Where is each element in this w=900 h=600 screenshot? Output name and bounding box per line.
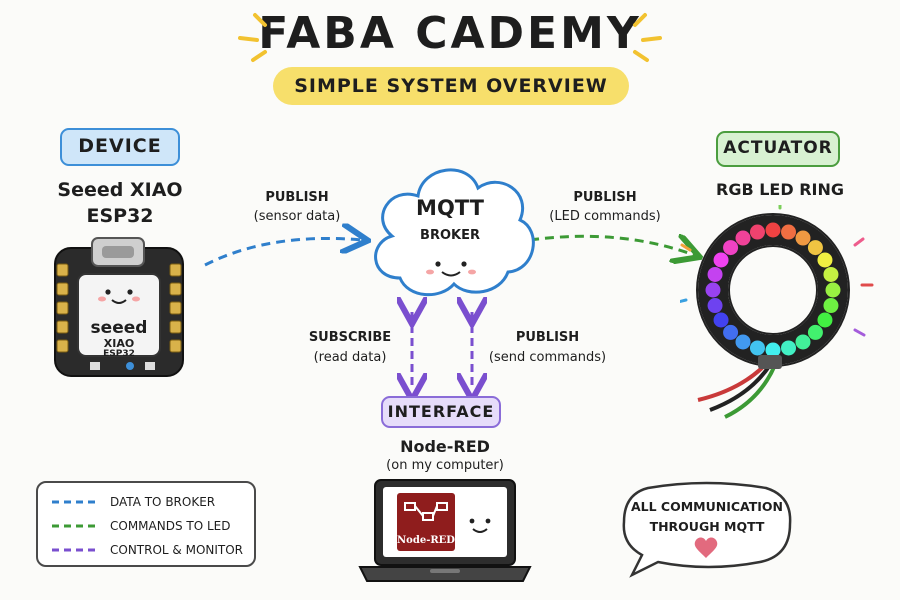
- led-pixel: [781, 340, 797, 356]
- sparkle-left-icon: [238, 13, 267, 62]
- device-name-line1: Seeed XIAO: [57, 179, 183, 201]
- led-pixel: [817, 312, 833, 328]
- note-line2: THROUGH MQTT: [649, 519, 765, 534]
- subtitle-pill: SIMPLE SYSTEM OVERVIEW: [273, 67, 629, 105]
- legend-green-dash-icon: [52, 524, 98, 528]
- device-to-broker-arrow: [204, 238, 362, 267]
- actuator-tag: ACTUATOR: [716, 131, 840, 167]
- led-pixel: [795, 334, 811, 350]
- legend-purple-dash-icon: [52, 548, 98, 552]
- node-red-logo-label: Node-RED: [397, 535, 455, 546]
- board-model-text: XIAO: [103, 337, 135, 350]
- legend-blue-dash-icon: [52, 500, 98, 504]
- subscribe-sub: (read data): [313, 350, 387, 365]
- interface-name: Node-RED: [400, 437, 490, 456]
- led-pixel: [765, 222, 781, 238]
- rgb-led-ring: [680, 205, 874, 419]
- led-pixel: [723, 240, 739, 256]
- led-pixel: [817, 252, 833, 268]
- laptop: [358, 479, 532, 582]
- heart-icon: [694, 537, 718, 558]
- led-pixel: [749, 340, 765, 356]
- led-pixel: [807, 240, 823, 256]
- legend-label: COMMANDS TO LED: [110, 519, 231, 533]
- broker-to-actuator-arrow: [529, 236, 694, 255]
- board-chip-text: ESP32: [103, 349, 135, 359]
- legend-item-data: DATA TO BROKER: [52, 493, 215, 511]
- led-pixel: [825, 282, 841, 298]
- legend-label: CONTROL & MONITOR: [110, 543, 244, 557]
- device-tag: DEVICE: [60, 128, 180, 166]
- mqtt-broker-cloud: [374, 168, 535, 297]
- legend-label: DATA TO BROKER: [110, 495, 216, 509]
- page-title: FABA CADEMY: [258, 8, 642, 59]
- actuator-publish-title: PUBLISH: [573, 190, 637, 205]
- led-pixel: [707, 266, 723, 282]
- xiao-esp32-board: [54, 237, 184, 377]
- speech-bubble: [622, 481, 792, 578]
- led-pixel: [765, 342, 781, 358]
- led-pixel: [781, 224, 797, 240]
- actuator-name: RGB LED RING: [716, 180, 844, 199]
- legend-item-control: CONTROL & MONITOR: [52, 541, 243, 559]
- note-line1: ALL COMMUNICATION: [630, 499, 784, 514]
- led-pixel: [795, 230, 811, 246]
- legend-box: DATA TO BROKER COMMANDS TO LED CONTROL &…: [36, 481, 256, 567]
- led-pixel: [735, 334, 751, 350]
- subscribe-title: SUBSCRIBE: [308, 330, 392, 345]
- led-pixel: [823, 266, 839, 282]
- interface-sub: (on my computer): [386, 458, 504, 473]
- led-pixel: [705, 282, 721, 298]
- board-brand-text: seeed: [90, 318, 148, 338]
- broker-subtitle: BROKER: [420, 228, 480, 243]
- interface-publish-title: PUBLISH: [515, 330, 580, 345]
- led-pixel: [713, 252, 729, 268]
- led-pixel: [807, 324, 823, 340]
- device-publish-sub: (sensor data): [253, 209, 341, 224]
- device-publish-title: PUBLISH: [265, 190, 329, 205]
- actuator-publish-sub: (LED commands): [549, 209, 661, 224]
- led-pixel: [713, 312, 729, 328]
- sparkle-right-icon: [633, 13, 662, 62]
- broker-title: MQTT: [416, 196, 484, 220]
- interface-tag: INTERFACE: [381, 396, 501, 428]
- led-pixel: [749, 224, 765, 240]
- interface-publish-sub: (send commands): [488, 350, 607, 365]
- led-pixel: [723, 324, 739, 340]
- led-pixel: [735, 230, 751, 246]
- legend-item-commands: COMMANDS TO LED: [52, 517, 231, 535]
- led-pixel: [823, 298, 839, 314]
- led-pixel: [707, 298, 723, 314]
- device-name-line2: ESP32: [86, 205, 154, 227]
